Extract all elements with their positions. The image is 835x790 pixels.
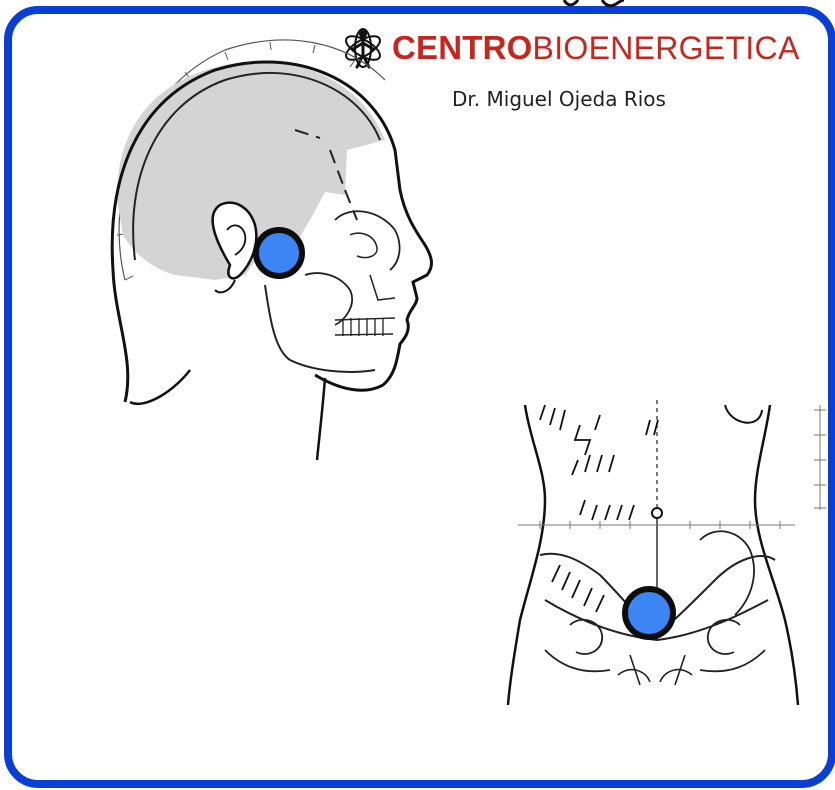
abdomen-pelvis-illustration — [500, 400, 835, 705]
acupoint-marker-head — [253, 227, 305, 279]
cropped-text-fragment — [562, 0, 632, 10]
brand-name-regular: BIOENERGETICA — [533, 30, 800, 67]
acupoint-marker-abdomen — [622, 586, 676, 640]
doctor-name: Dr. Miguel Ojeda Rios — [452, 87, 666, 111]
